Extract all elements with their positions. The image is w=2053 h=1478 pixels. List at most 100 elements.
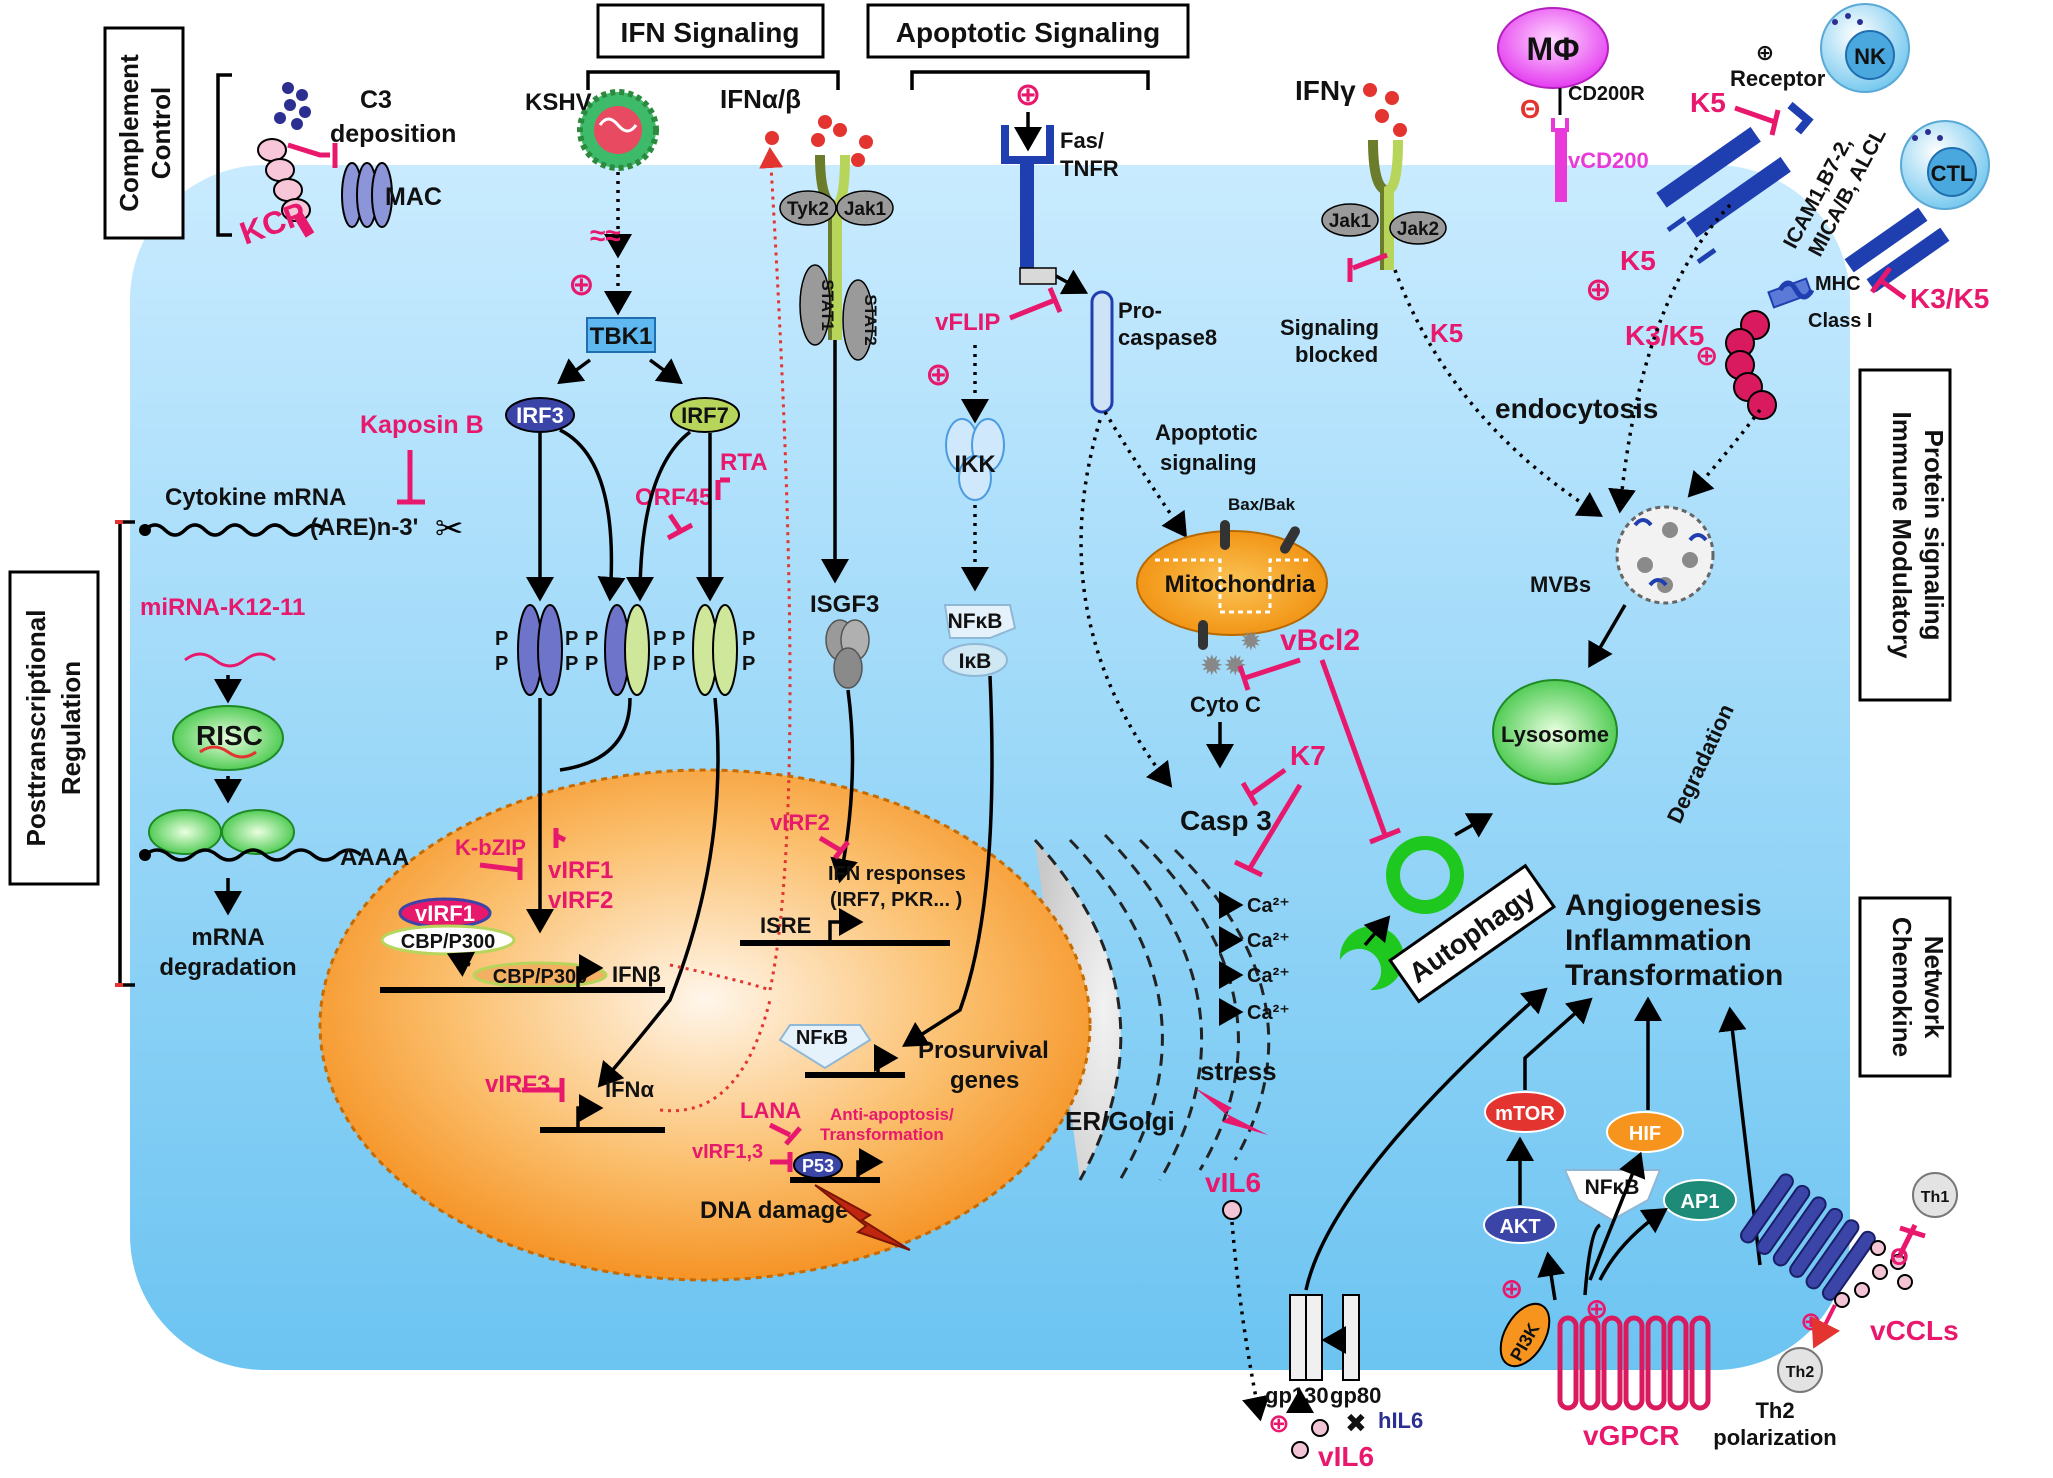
labels-phos-text: P xyxy=(672,628,685,650)
akt-node xyxy=(1483,1206,1557,1244)
mphi-label: MΦ xyxy=(1527,31,1580,67)
gp80-label: gp80 xyxy=(1330,1383,1381,1408)
th2-polarization-label-1: Th2 xyxy=(1755,1398,1794,1423)
ca-label-2: Ca²⁺ xyxy=(1247,930,1290,952)
cytokine-mrna-label: Cytokine mRNA xyxy=(165,484,346,511)
theta-label: Θ xyxy=(1520,94,1540,124)
ifng-label: IFNγ xyxy=(1295,75,1356,106)
th1-cell xyxy=(1912,1172,1958,1218)
mrna-degradation-label-1: mRNA xyxy=(191,924,264,951)
procaspase-label-2: caspase8 xyxy=(1118,325,1217,350)
gp130-label: gp130 xyxy=(1265,1383,1329,1408)
posttranscriptional-box: Posttranscriptional Regulation xyxy=(8,520,135,987)
ifn-responses-label-2: (IRF7, PKR... ) xyxy=(830,889,962,911)
labels-phos-text: P xyxy=(495,653,508,675)
pi3k-plus-icon: ⊕ xyxy=(1500,1273,1523,1304)
tbk1-box xyxy=(586,317,656,353)
procaspase-label-1: Pro- xyxy=(1118,298,1162,323)
squiggle-icon: ≈≈ xyxy=(590,220,621,251)
risc-bound-mrna xyxy=(139,809,363,862)
mhc-class-i xyxy=(1767,277,1815,309)
lysosome xyxy=(1492,679,1618,785)
ca-label-1: Ca²⁺ xyxy=(1247,895,1290,917)
jak1-label: Jak1 xyxy=(1329,211,1372,232)
vflip-plus-icon: ⊕ xyxy=(925,356,952,392)
nfkb-label: NFκB xyxy=(948,610,1003,633)
immune-modulatory-label-2: Protein signaling xyxy=(1919,430,1949,641)
tyk2-label: Tyk2 xyxy=(787,199,829,220)
akt-label: AKT xyxy=(1499,1216,1540,1238)
mvb xyxy=(1615,505,1715,605)
ub-plus-icon: ⊕ xyxy=(1695,340,1718,371)
macrophage xyxy=(1497,7,1609,89)
kshv-label: KSHV xyxy=(525,89,592,116)
labels-phos-text: P xyxy=(565,628,578,650)
mitochondria-label: Mitochondria xyxy=(1165,571,1316,598)
kbzip-label: K-bZIP xyxy=(455,835,526,860)
ifng-receptor xyxy=(1368,139,1403,270)
anti-apoptosis-label-2: Transformation xyxy=(820,1125,944,1144)
k5-label-right: K5 xyxy=(1620,245,1656,276)
anti-apoptosis-label-1: Anti-apoptosis/ xyxy=(830,1105,954,1124)
ap1-label: AP1 xyxy=(1681,1191,1720,1213)
outcome-transformation: Transformation xyxy=(1565,959,1783,992)
virf2-label: vIRF2 xyxy=(548,887,613,914)
isgf3-label: ISGF3 xyxy=(810,591,879,618)
kcp-protein xyxy=(257,138,315,238)
chemokine-network-label-2: Network xyxy=(1919,936,1949,1039)
mvbs-label: MVBs xyxy=(1530,572,1591,597)
lightning-stress xyxy=(1195,1088,1268,1135)
chemokine-network-label-1: Chemokine xyxy=(1887,917,1917,1057)
nucleus xyxy=(318,768,1092,1282)
dna-damage-label: DNA damage xyxy=(700,1197,848,1224)
endocytosis-label: endocytosis xyxy=(1495,393,1658,424)
ikk-complex xyxy=(945,418,1005,501)
cbp-p300-label-1: CBP/P300 xyxy=(401,931,496,953)
tbk1-label: TBK1 xyxy=(590,323,653,350)
vil6-plus-icon: ⊕ xyxy=(1268,1408,1290,1438)
labels-phos-text: P xyxy=(672,653,685,675)
procaspase8 xyxy=(1090,290,1114,414)
hil6-label: hIL6 xyxy=(1378,1408,1423,1433)
isre-label: ISRE xyxy=(760,913,811,938)
irf3-label: IRF3 xyxy=(516,403,564,428)
lysosome-label: Lysosome xyxy=(1501,722,1609,747)
complement-control-label-2: Control xyxy=(146,87,176,179)
vil6-label-bottom: vIL6 xyxy=(1318,1441,1374,1472)
tyk2-node xyxy=(779,190,837,226)
k5-label-top: K5 xyxy=(1690,87,1726,118)
th2-label: Th2 xyxy=(1786,1364,1815,1381)
receptor-label: Receptor xyxy=(1730,66,1826,91)
mhc-label-1: MHC xyxy=(1815,273,1861,295)
jak1-node xyxy=(1321,203,1379,237)
kaposin-b-label: Kaposin B xyxy=(360,411,484,439)
vgpcr-receptor xyxy=(1557,1315,1711,1411)
th2-cell xyxy=(1777,1347,1823,1393)
labels-phos-text: P xyxy=(565,653,578,675)
calcium-release xyxy=(1219,891,1244,1026)
k5-label-mid: K5 xyxy=(1430,318,1463,348)
ifnb-gene-label: IFNβ xyxy=(612,962,661,987)
immune-modulatory-label-1: Immune Modulatory xyxy=(1887,411,1917,659)
k7-label: K7 xyxy=(1290,740,1326,771)
er-golgi-label: ER/Golgi xyxy=(1065,1106,1175,1136)
labels-phos-text: P xyxy=(585,653,598,675)
cytoc-star-icon: ✹✹ xyxy=(1200,650,1247,681)
ctl-tcr xyxy=(1844,207,1950,293)
ap1-node xyxy=(1663,1179,1737,1221)
nk-label: NK xyxy=(1854,44,1886,69)
casp3-label: Casp 3 xyxy=(1180,805,1272,836)
mirna-label: miRNA-K12-11 xyxy=(140,594,305,621)
fas-plus-icon: ⊕ xyxy=(1015,76,1042,112)
vgpcr-label: vGPCR xyxy=(1583,1420,1679,1451)
lightning-dna xyxy=(814,1184,911,1251)
mac-complex xyxy=(341,162,393,228)
receptor-plus-icon: ⊕ xyxy=(1756,40,1774,65)
virf1-label: vIRF1 xyxy=(548,857,613,884)
th2-plus-icon: ⊕ xyxy=(1800,1306,1822,1336)
mrna-degradation-label-2: degradation xyxy=(159,954,296,981)
outcome-inflammation: Inflammation xyxy=(1565,924,1752,957)
apoptotic-signaling-title: Apoptotic Signaling xyxy=(896,17,1160,48)
irf7-label: IRF7 xyxy=(681,403,729,428)
ctl-label: CTL xyxy=(1931,161,1974,186)
